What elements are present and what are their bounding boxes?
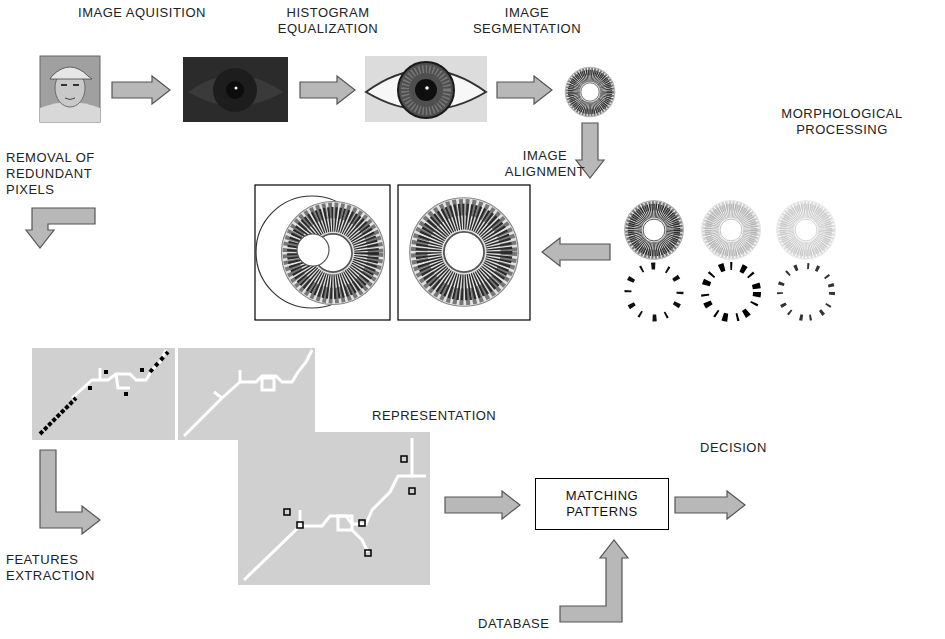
box-text: MATCHING PATTERNS (546, 488, 658, 520)
alignment-panel (255, 185, 390, 320)
thinned-pixel-panel (262, 378, 274, 390)
redundant-pixel-panel (140, 368, 144, 372)
morphology-results (628, 266, 680, 318)
process-box: MATCHING PATTERNS (535, 478, 669, 530)
step-label: FEATURES EXTRACTION (6, 552, 111, 584)
step-label: REPRESENTATION (372, 408, 522, 424)
aligned-panel (398, 185, 530, 320)
feature-representation-panel (409, 488, 415, 494)
redundant-pixel-panel (32, 348, 175, 440)
step-label: REMOVAL OF REDUNDANT PIXELS (6, 150, 106, 198)
block-arrow (445, 491, 520, 519)
step-label: HISTOGRAM EQUALIZATION (263, 5, 393, 37)
segmented-iris (565, 67, 615, 117)
equalized-eye-image (415, 79, 437, 101)
block-arrow (112, 76, 170, 104)
redundant-pixel-panel (88, 386, 92, 390)
feature-representation-panel (244, 438, 412, 580)
equalized-eye-image (365, 56, 487, 122)
feature-representation-panel (284, 509, 290, 515)
morphology-results (705, 266, 757, 318)
raw-eye-image (235, 87, 238, 90)
face-photo (50, 67, 92, 79)
step-label: IMAGE ALIGNMENT (490, 148, 600, 180)
redundant-pixel-panel (72, 350, 166, 398)
raw-eye-image (183, 57, 288, 122)
thinned-pixel-panel (239, 370, 242, 382)
aligned-panel (410, 198, 519, 307)
aligned-panel (398, 185, 530, 320)
block-arrow (26, 76, 745, 622)
feature-representation-panel (365, 550, 371, 556)
equalized-eye-image (365, 56, 487, 122)
equalized-eye-image (405, 69, 447, 111)
face-photo (61, 84, 67, 86)
face-photo (40, 56, 100, 122)
feature-representation-panel (297, 522, 303, 528)
feature-representation-panel (401, 456, 407, 462)
step-label: MORPHOLOGICAL PROCESSING (745, 106, 940, 138)
alignment-panel (297, 234, 329, 266)
redundant-pixel-panel (40, 398, 76, 434)
block-arrow (675, 491, 745, 519)
face-photo (73, 84, 79, 86)
redundant-pixel-panel (116, 374, 130, 388)
feature-representation-panel (299, 510, 302, 526)
raw-eye-image (183, 57, 288, 122)
raw-eye-image (213, 68, 257, 112)
thinned-pixel-panel (178, 348, 315, 440)
morphology-results (780, 266, 832, 318)
block-arrow (40, 450, 100, 534)
block-arrow (300, 76, 355, 104)
block-arrow (26, 208, 95, 248)
thinned-pixel-panel (214, 392, 222, 398)
face-photo (40, 56, 100, 122)
block-arrow (560, 540, 628, 622)
raw-eye-image (226, 81, 244, 99)
step-label: IMAGE SEGMENTATION (462, 5, 592, 37)
feature-representation-panel (352, 530, 368, 552)
morphology-results (777, 201, 836, 260)
feature-representation-panel (238, 432, 430, 585)
thinned-pixel-panel (184, 350, 312, 436)
block-arrow (497, 76, 552, 104)
block-arrow (542, 238, 610, 266)
redundant-pixel-panel (104, 370, 108, 374)
feature-representation-panel (359, 520, 365, 526)
alignment-panel (255, 185, 390, 320)
step-label: IMAGE AQUISITION (77, 5, 207, 21)
equalized-eye-image (398, 62, 454, 118)
redundant-pixel-panel (150, 352, 168, 372)
source-label: DATABASE (478, 616, 578, 632)
thinned-pixel-panel (178, 348, 315, 440)
redundant-pixel-panel (124, 392, 128, 396)
redundant-pixel-panel (32, 348, 175, 440)
step-label: DECISION (700, 440, 810, 456)
alignment-panel (281, 201, 384, 304)
morphology-results (702, 201, 761, 260)
equalized-eye-image (425, 86, 429, 90)
feature-representation-panel (412, 475, 426, 478)
redundant-pixel-panel (99, 368, 102, 380)
morphology-results (625, 201, 684, 260)
feature-representation-panel (338, 516, 352, 530)
feature-representation-panel (238, 432, 430, 585)
morphology-results (625, 201, 836, 318)
face-photo (65, 98, 75, 100)
